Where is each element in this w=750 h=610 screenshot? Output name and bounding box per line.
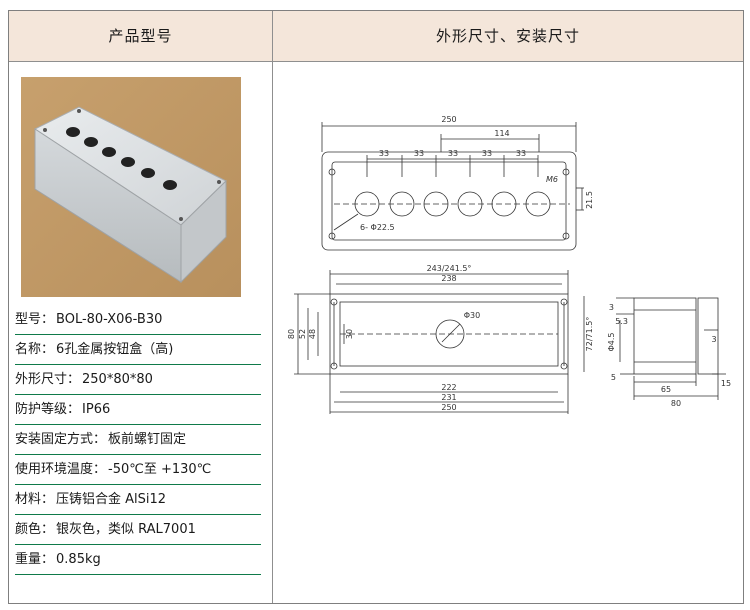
technical-drawing: 250 114 33 33 33 33 33 M6 21.5 6- Φ22.5 … [287,115,731,414]
dim-spacing-2: 33 [414,149,424,158]
dim-spacing-5: 33 [516,149,526,158]
dim-side-bottom-a: 5 [611,373,616,382]
dim-holes: 6- Φ22.5 [360,223,395,232]
dim-side-top-a: 3 [609,303,614,312]
dim-partial: 114 [494,129,509,138]
dim-front-bottom-c: 250 [441,403,456,412]
side-view [616,297,726,400]
spec-key: 重量： [15,552,55,567]
spec-row-mounting: 安装固定方式：板前螺钉固定 [15,425,261,455]
spec-value: IP66 [82,402,111,417]
spec-row-material: 材料：压铸铝合金 AlSi12 [15,485,261,515]
dim-side-right-b: 15 [721,379,731,388]
spec-value: -50℃至 +130℃ [108,462,212,477]
dim-front-left-a: 80 [287,329,296,339]
spec-row-weight: 重量：0.85kg [15,545,261,575]
front-view [294,270,585,414]
dim-front-left-d: 30 [345,329,354,339]
dim-side-bottom-b: 65 [661,385,671,394]
dim-front-hole: Φ30 [464,311,480,320]
header-dimensions: 外形尺寸、安装尺寸 [435,27,580,45]
spec-key: 防护等级： [15,402,81,417]
dim-side-bottom-c: 80 [671,399,681,408]
spec-value: 250*80*80 [82,372,153,387]
dim-spacing-3: 33 [448,149,458,158]
spec-row-model: 型号：BOL-80-X06-B30 [15,305,261,335]
spec-value: 压铸铝合金 AlSi12 [56,492,167,507]
dim-front-bottom-b: 231 [441,393,456,402]
spec-row-protection: 防护等级：IP66 [15,395,261,425]
dim-side-right-a: 3 [711,335,716,344]
spec-key: 安装固定方式： [15,432,107,447]
product-photo [21,77,241,297]
spec-key: 颜色： [15,522,55,537]
dim-front-width-a: 243/241.5° [427,264,472,273]
spec-key: 材料： [15,492,55,507]
spec-value: 6孔金属按钮盒（高) [56,342,174,357]
top-view [321,122,584,251]
dim-spacing-1: 33 [379,149,389,158]
column-divider [272,11,273,603]
spec-row-dimensions: 外形尺寸：250*80*80 [15,365,261,395]
dim-front-left-c: 48 [308,329,317,339]
dim-side-top-b: 5.3 [615,317,628,326]
dim-front-right: 72/71.5° [585,317,594,352]
spec-row-color: 颜色：银灰色，类似 RAL7001 [15,515,261,545]
spec-key: 外形尺寸： [15,372,81,387]
spec-value: 银灰色，类似 RAL7001 [56,522,196,537]
spec-key: 名称： [15,342,55,357]
dim-front-left-b: 52 [298,329,307,339]
dim-spacing-4: 33 [482,149,492,158]
dim-screw: M6 [546,175,558,184]
spec-value: BOL-80-X06-B30 [56,312,163,327]
dim-front-bottom-a: 222 [441,383,456,392]
dim-height-top: 21.5 [585,191,594,209]
dim-overall-width: 250 [441,115,456,124]
spec-key: 型号： [15,312,55,327]
spec-value: 板前螺钉固定 [108,432,187,447]
dim-front-width-b: 238 [441,274,456,283]
spec-row-temperature: 使用环境温度：-50℃至 +130℃ [15,455,261,485]
header-product-model: 产品型号 [108,27,173,45]
dim-side-height: Φ4.5 [607,332,616,351]
product-table: 产品型号 外形尺寸、安装尺寸 [8,10,744,604]
table-header: 产品型号 外形尺寸、安装尺寸 [9,11,743,62]
spec-row-name: 名称：6孔金属按钮盒（高) [15,335,261,365]
spec-value: 0.85kg [56,552,101,567]
spec-key: 使用环境温度： [15,462,107,477]
